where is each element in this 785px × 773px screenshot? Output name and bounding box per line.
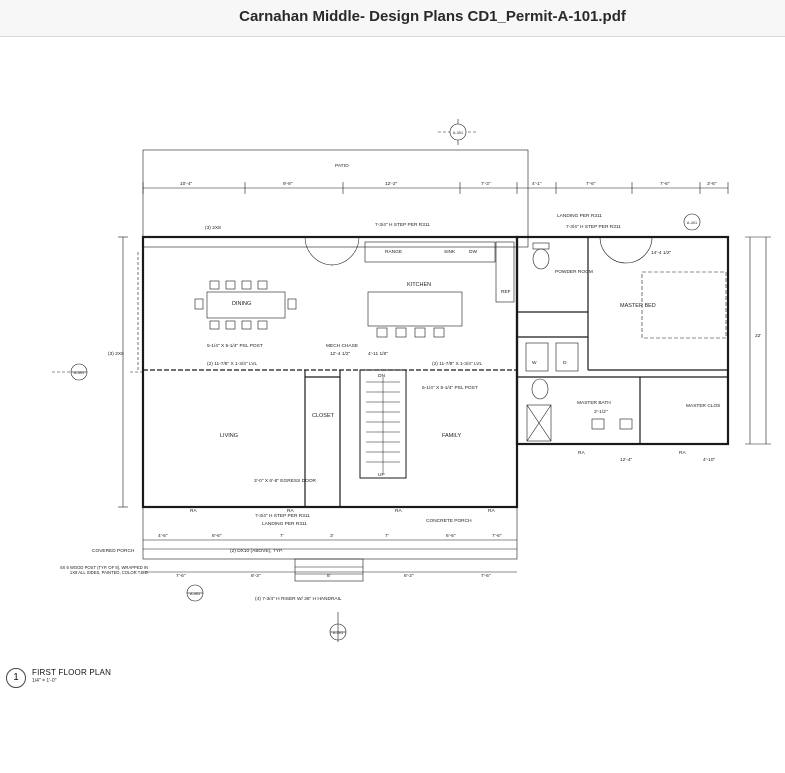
dim-3-1: 3'-1/2"	[594, 409, 608, 415]
label-living: LIVING	[220, 433, 238, 439]
note-riser: (4) 7-3/4" H RISER W/ 36" H HANDRAIL	[255, 596, 342, 602]
dim-bottom2-4: 7'-6"	[481, 573, 491, 579]
note-landing-top: LANDING PER R311	[557, 213, 602, 219]
note-lvl-left: (2) 11-7/8" X 1-3/4" LVL	[207, 361, 257, 367]
dim-bottom2-0: 7'-6"	[176, 573, 186, 579]
dim-bottom-6: 7'-6"	[492, 533, 502, 539]
document-titlebar: Carnahan Middle- Design Plans CD1_Permit…	[0, 0, 785, 37]
dim-bottom-2: 7'	[280, 533, 284, 539]
label-ra-3: RA	[190, 508, 197, 514]
plan-number-badge: 1	[6, 668, 26, 688]
dim-bottom-3: 3'	[330, 533, 334, 539]
note-step-bottom: 7-3/4" H STEP PER R311	[255, 513, 310, 519]
label-ref: REF	[501, 289, 511, 295]
dim-22: 22'	[755, 333, 761, 339]
label-concrete-porch: CONCRETE PORCH	[426, 518, 472, 524]
label-master-bath: MASTER BATH	[577, 400, 611, 406]
note-step-top2: 7-3/4" H STEP PER R311	[566, 224, 621, 230]
label-closet: CLOSET	[312, 413, 335, 419]
dim-top-6: 7'-6"	[660, 181, 670, 187]
note-landing-bottom: LANDING PER R311	[262, 521, 307, 527]
dim-bottom-0: 4'-6"	[158, 533, 168, 539]
dim-top-0: 10'-4"	[180, 181, 193, 187]
main-house-walls	[141, 235, 519, 509]
dim-bottom2-3: 8'-3"	[404, 573, 414, 579]
note-egress: 3'-0" X 6'-8" EGRESS DOOR	[254, 478, 317, 484]
label-dining: DINING	[232, 301, 251, 307]
patio-outline	[142, 149, 529, 248]
dim-top-7: 3'-6"	[707, 181, 717, 187]
dim-12-4: 12'-4 1/2"	[330, 351, 351, 357]
label-washer: W	[532, 360, 537, 366]
dim-top-3: 7'-3"	[481, 181, 491, 187]
dim-12-4c: 12'-4"	[620, 457, 633, 463]
section-mark-bottom: A-301	[333, 631, 343, 635]
dim-bottom-4: 7'	[385, 533, 389, 539]
label-mech-chase: MECH CHASE	[326, 343, 358, 349]
label-dn: DN	[378, 373, 385, 379]
label-ra-5: RA	[395, 508, 402, 514]
floor-plan-sheet: PATIO 10'-4" 9'-8" 12'-2" 7'-3" 4'-1" 7'…	[0, 37, 785, 768]
dim-14-4: 14'-4 1/2"	[651, 250, 672, 256]
dim-bottom-5: 6'-6"	[446, 533, 456, 539]
document-title: Carnahan Middle- Design Plans CD1_Permit…	[239, 8, 626, 25]
label-range: RANGE	[385, 249, 402, 255]
floor-plan-drawing: PATIO 10'-4" 9'-8" 12'-2" 7'-3" 4'-1" 7'…	[52, 119, 771, 642]
label-family: FAMILY	[442, 433, 461, 439]
label-ra-2: RA	[679, 450, 686, 456]
note-psl-post2: 5-1/4" X 5-1/4" PSL POST	[422, 385, 478, 391]
dim-bottom2-1: 8'-3"	[251, 573, 261, 579]
note-post: 5-1/4" X 5-1/4" PSL POST	[207, 343, 263, 349]
label-powder-room: POWDER ROOM	[555, 269, 593, 275]
label-master-bed: MASTER BED	[620, 303, 656, 309]
label-ra-4: RA	[287, 508, 294, 514]
section-mark-bottom-left: A-401	[190, 592, 200, 596]
dim-bottom-1: 8'-6"	[212, 533, 222, 539]
label-patio: PATIO	[335, 163, 349, 169]
label-master-clos: MASTER CLOS	[686, 403, 720, 409]
note-post-wrap: 6X 6 WOOD POST (TYP. OF 8), WRAPPED IN 1…	[60, 565, 148, 576]
plan-caption-scale: 1/4" = 1'-0"	[32, 678, 57, 684]
note-header-2x8b: (3) 2X8	[108, 351, 124, 357]
label-up: UP	[378, 472, 385, 478]
dim-top-1: 9'-8"	[283, 181, 293, 187]
dim-4-10: 4'-10"	[703, 457, 716, 463]
plan-caption-title: FIRST FLOOR PLAN	[32, 668, 112, 677]
note-header-2x8: (3) 2X8	[205, 225, 221, 231]
section-mark-top: A-301	[453, 131, 463, 135]
label-dw: DW	[469, 249, 477, 255]
label-covered-porch: COVERED PORCH	[92, 548, 135, 554]
note-lvl-right: (2) 11-7/8" X 1-3/4" LVL	[432, 361, 482, 367]
note-step-top: 7-3/4" H STEP PER R311	[375, 222, 430, 228]
label-dryer: D	[563, 360, 567, 366]
note-dx10: (2) DX10 (ABOVE), TYP.	[230, 548, 283, 554]
dim-4-11: 4'-11 1/8"	[368, 351, 388, 357]
label-ra-1: RA	[578, 450, 585, 456]
label-sink: SINK	[444, 249, 456, 255]
note-post-text: 6X 6 WOOD POST (TYP. OF 8), WRAPPED IN 1…	[60, 565, 148, 576]
dim-top-5: 7'-6"	[586, 181, 596, 187]
dim-bottom2-2: 8'	[327, 573, 331, 579]
label-ra-6: RA	[488, 508, 495, 514]
section-mark-right: A-401	[687, 221, 697, 225]
label-kitchen: KITCHEN	[407, 282, 431, 288]
section-mark-left: A-301	[74, 371, 84, 375]
dim-top-2: 12'-2"	[385, 181, 398, 187]
dim-top-4: 4'-1"	[532, 181, 542, 187]
master-wing-walls	[515, 235, 730, 446]
